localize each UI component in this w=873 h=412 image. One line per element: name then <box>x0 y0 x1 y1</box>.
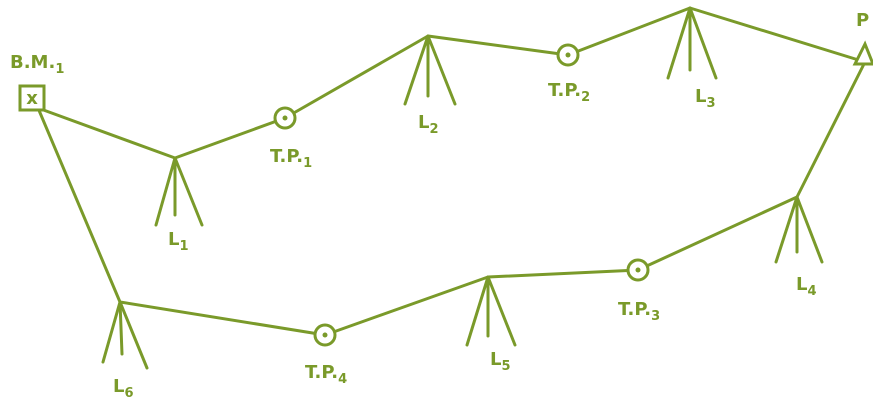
l3-label: L3 <box>695 86 716 111</box>
tripod-l5 <box>465 275 517 347</box>
benchmark-marker: x <box>18 84 46 112</box>
l1-label: L1 <box>168 229 189 254</box>
turning-point-tp1 <box>273 106 297 130</box>
l5-label: L5 <box>490 349 511 374</box>
l2-label: L2 <box>418 112 439 137</box>
endpoint-label: P <box>856 10 869 31</box>
benchmark-label: B.M.1 <box>10 52 64 77</box>
benchmark-mark: x <box>26 88 38 109</box>
tp4-label: T.P.4 <box>305 362 347 387</box>
tripod-l4 <box>774 195 824 264</box>
endpoint-marker <box>852 40 873 66</box>
tripod-l6 <box>101 300 149 370</box>
tripod-l2 <box>403 34 457 106</box>
tp2-label: T.P.2 <box>548 80 590 105</box>
tripod-l1 <box>154 156 204 227</box>
upper-route-line <box>36 6 867 160</box>
turning-point-tp2 <box>556 43 580 67</box>
sight-lines <box>36 6 867 337</box>
turning-point-tp4 <box>313 323 337 347</box>
l6-label: L6 <box>113 376 134 401</box>
l4-label: L4 <box>796 274 817 299</box>
tp1-label: T.P.1 <box>270 146 312 171</box>
tripod-l3 <box>666 6 718 80</box>
tp3-label: T.P.3 <box>618 299 660 324</box>
turning-point-tp3 <box>626 258 650 282</box>
